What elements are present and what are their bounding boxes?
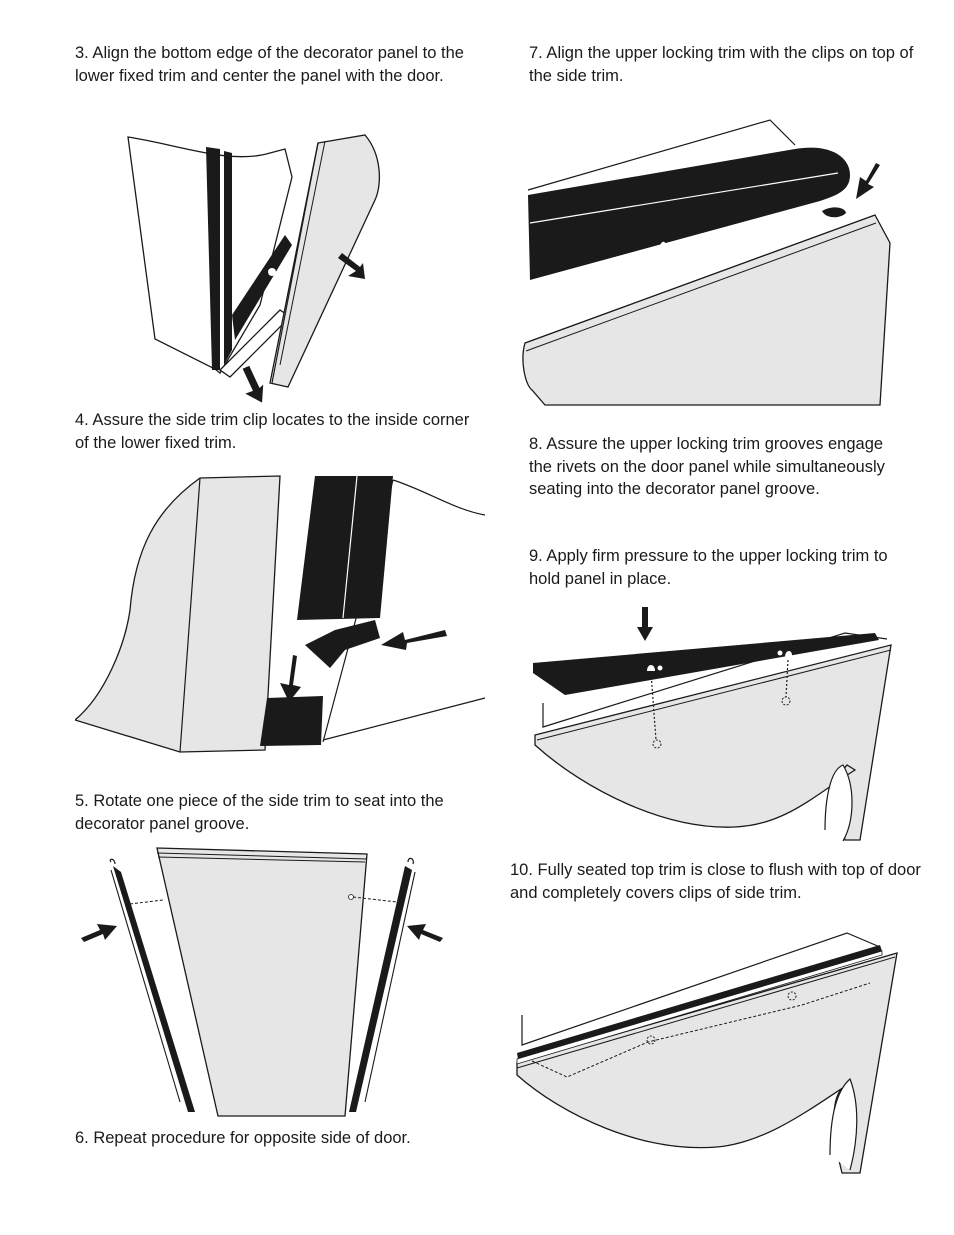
step-7-text: 7. Align the upper locking trim with the…: [529, 44, 914, 85]
arrow-left: [381, 630, 447, 650]
side-trim: [297, 476, 393, 620]
arrow-right: [338, 253, 365, 279]
trim-groove: [659, 241, 668, 253]
panel-edge: [536, 649, 892, 741]
right-side-trim-outer: [364, 871, 416, 1103]
figure-step-10: [512, 925, 904, 1180]
hidden-clip-left: [646, 1035, 656, 1045]
step-5-text: 5. Rotate one piece of the side trim to …: [75, 792, 444, 833]
dotted-left: [650, 672, 657, 741]
arrow-right-side: [407, 924, 443, 942]
arrow-down: [637, 607, 653, 641]
figure-step-3: [120, 125, 390, 405]
trim-highlight: [529, 172, 839, 224]
figure-step-9: [525, 605, 895, 845]
top-trim-band-2: [516, 950, 883, 1065]
left-side-trim-outer: [110, 869, 181, 1103]
door-side-trim-2: [224, 151, 232, 365]
door-outline: [392, 479, 486, 516]
decorator-panel-edge: [179, 477, 201, 753]
door-top-outline: [527, 119, 796, 191]
right-dashed: [352, 896, 398, 903]
side-clip: [822, 207, 846, 218]
left-side-trim: [113, 866, 195, 1112]
hidden-clip-right: [781, 696, 791, 706]
step-8-text: 8. Assure the upper locking trim grooves…: [529, 435, 885, 498]
figure-step-5: [75, 842, 450, 1122]
hidden-clip-right: [787, 991, 797, 1001]
panel-top-edge-2: [157, 856, 366, 863]
arrow-left-side: [81, 924, 117, 942]
right-side-trim: [349, 866, 412, 1112]
top-trim-edge: [516, 956, 896, 1069]
step-6-text: 6. Repeat procedure for opposite side of…: [75, 1129, 411, 1147]
decorator-panel-groove: [279, 140, 326, 366]
decorator-panel: [522, 214, 891, 406]
step-3-text: 3. Align the bottom edge of the decorato…: [75, 44, 464, 85]
figure-step-4: [75, 470, 490, 755]
arrow-bottom: [242, 365, 264, 403]
step-10-text: 10. Fully seated top trim is close to fl…: [510, 861, 921, 902]
left-clip: [109, 858, 116, 865]
decorator-panel: [269, 134, 380, 388]
arrow: [856, 163, 880, 199]
arrow-down: [280, 655, 301, 702]
top-trim-band: [517, 945, 882, 1059]
step-4-text: 4. Assure the side trim clip locates to …: [75, 411, 470, 452]
right-clip-hole: [348, 894, 354, 900]
decorator-panel: [156, 847, 368, 1117]
hidden-clip-left: [652, 739, 662, 749]
groove-left: [647, 665, 655, 671]
clip-hole: [268, 268, 276, 276]
door-side-trim: [206, 147, 220, 370]
clip: [305, 620, 380, 668]
groove-right: [785, 651, 793, 657]
door-top-outline: [521, 932, 881, 1046]
upper-locking-trim: [533, 633, 879, 695]
rivet-right: [777, 650, 783, 656]
panel-edge-2: [525, 222, 877, 352]
panel-edge: [524, 214, 876, 344]
figure-step-7: [520, 115, 900, 407]
upper-locking-trim: [528, 147, 850, 280]
side-trim-line: [342, 475, 358, 619]
panel-curve-cutout: [829, 1077, 858, 1171]
right-clip: [407, 857, 414, 865]
panel-top-edge: [156, 852, 368, 860]
step-9-text: 9. Apply firm pressure to the upper lock…: [529, 547, 888, 588]
rivet-left: [657, 665, 663, 671]
clip: [232, 235, 292, 340]
hidden-outline: [531, 982, 871, 1078]
door-bottom: [322, 697, 486, 741]
panel-curve-cutout: [824, 764, 853, 842]
decorator-panel: [75, 475, 281, 753]
lower-fixed-trim: [260, 696, 323, 746]
decorator-panel-edge: [271, 142, 319, 384]
left-dashed: [129, 899, 164, 905]
